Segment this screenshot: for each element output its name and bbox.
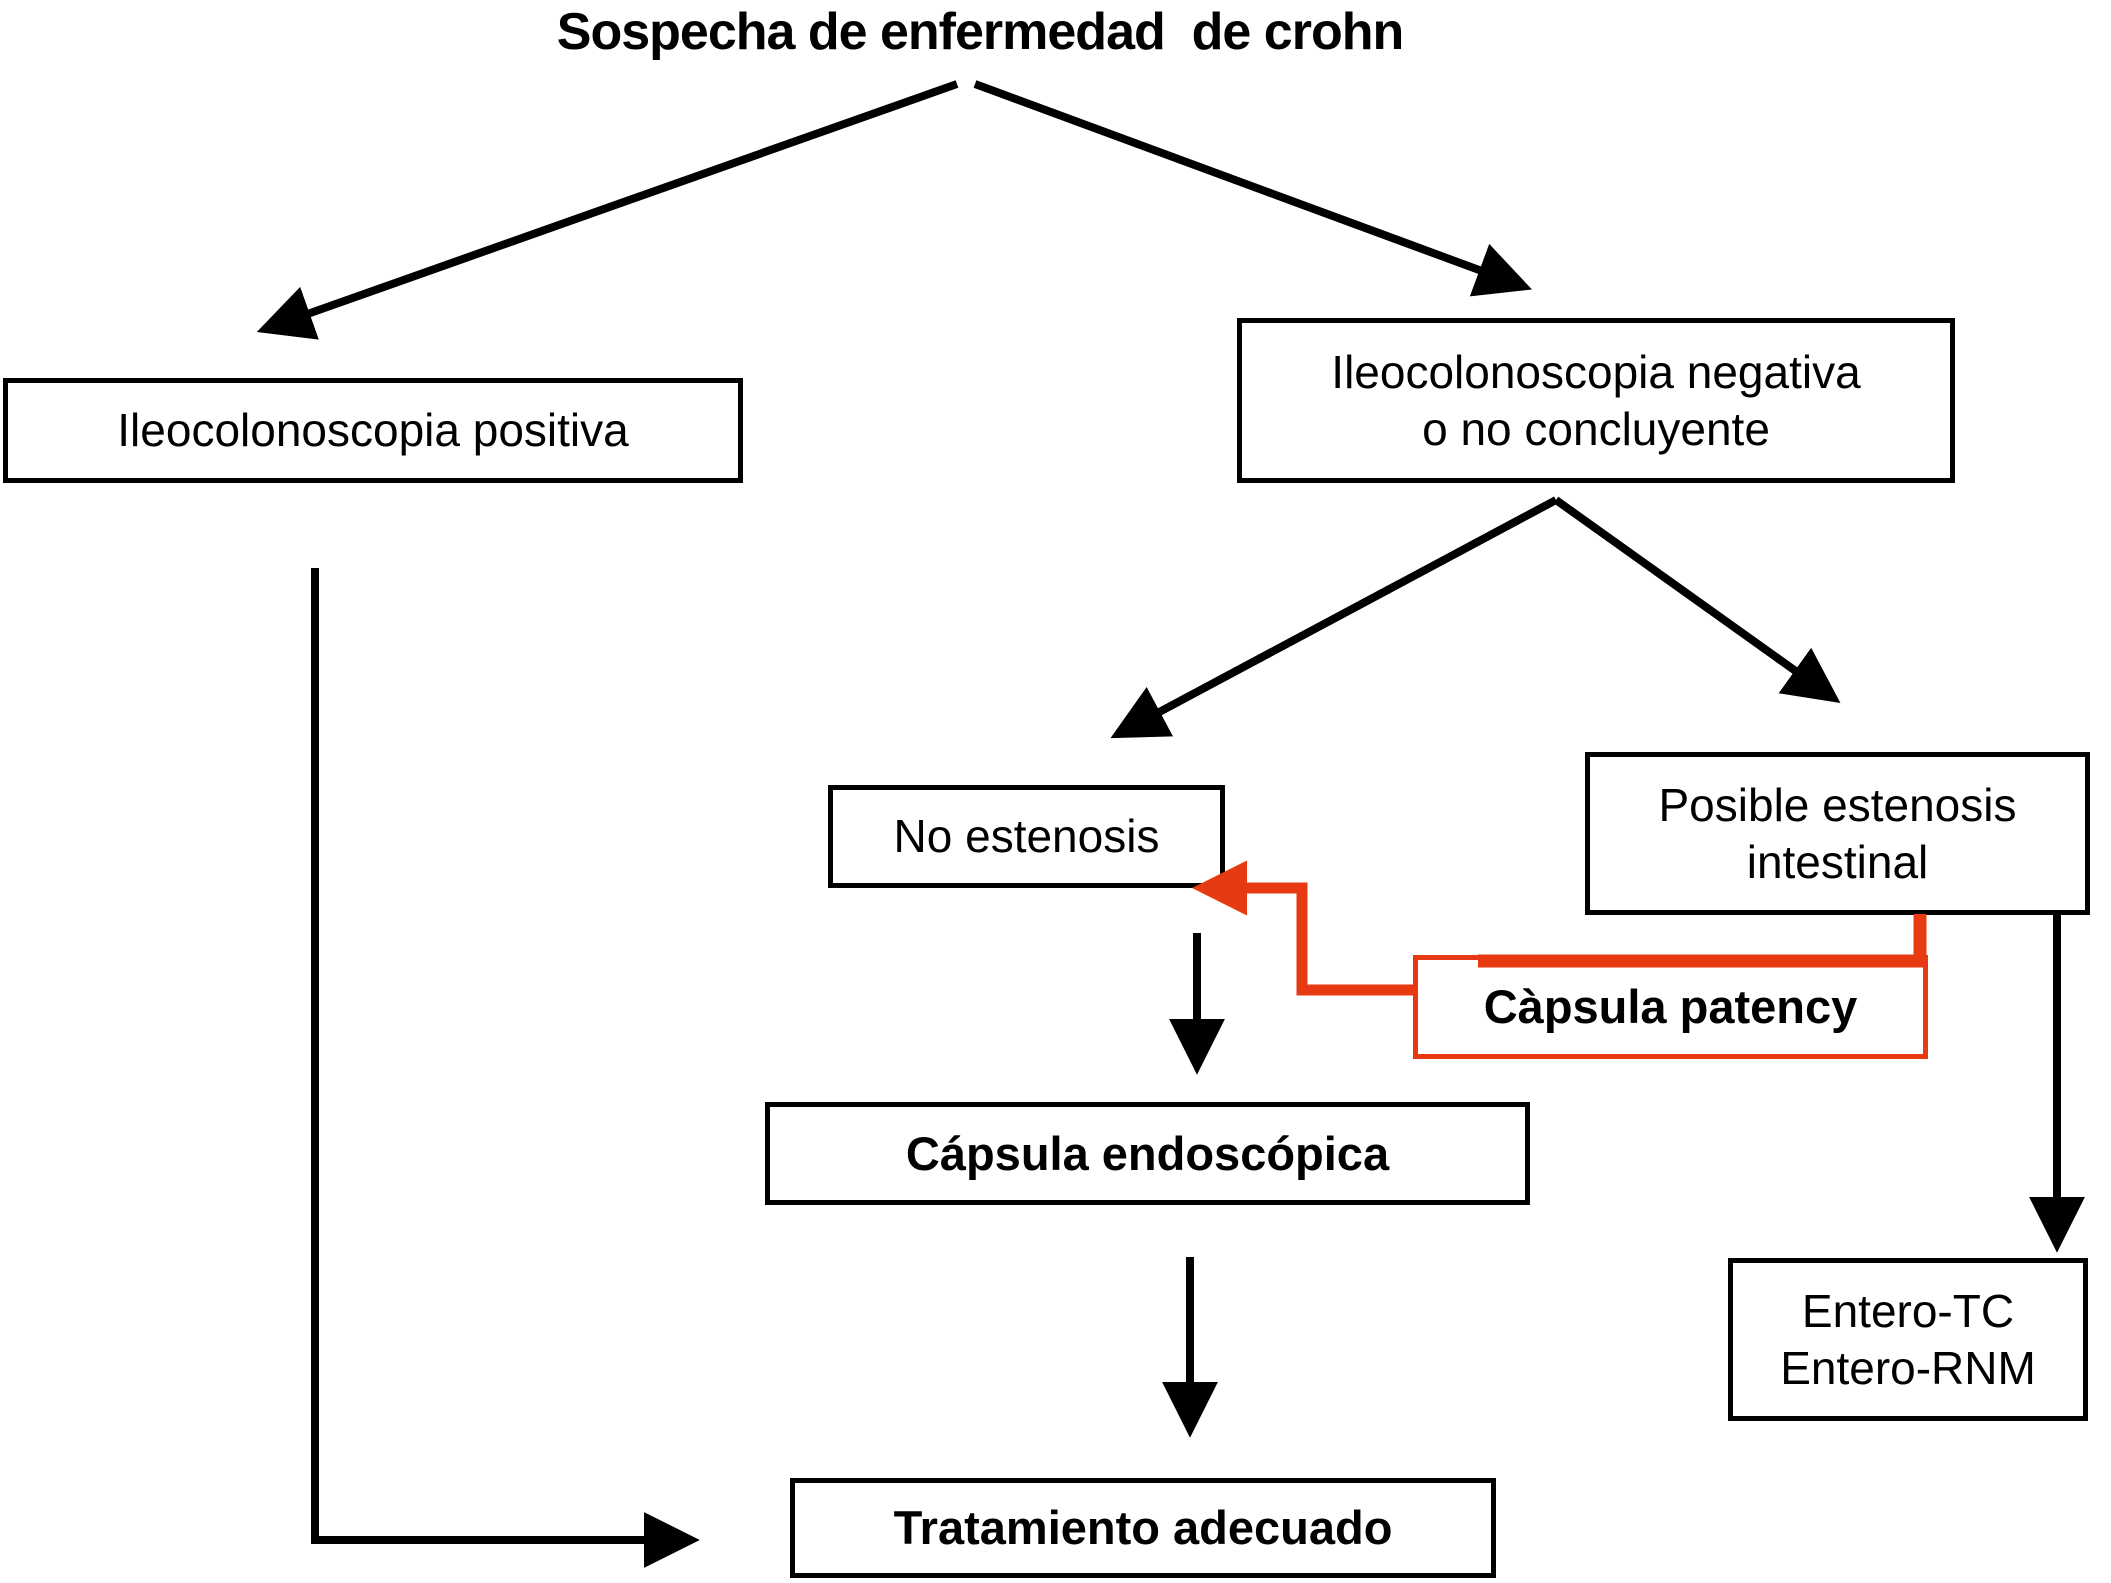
arrow-positiva-to-tratamiento (311, 568, 700, 1568)
diagram-title: Sospecha de enfermedad de crohn (556, 3, 1404, 61)
node-capsula-patency: Càpsula patency (1413, 955, 1928, 1059)
node-label-line2: intestinal (1746, 835, 1929, 888)
node-ileocolonoscopia-negativa: Ileocolonoscopia negativa o no concluyen… (1237, 318, 1955, 483)
red-connector-posible-to-patency (1478, 914, 1927, 968)
arrow-negativa-to-posible-estenosis (1553, 496, 1841, 704)
node-no-estenosis: No estenosis (828, 785, 1225, 888)
node-label-line1: Entero-TC (1801, 1285, 2015, 1338)
arrow-negativa-to-no-estenosis (1110, 496, 1558, 739)
arrow-title-to-positiva (256, 80, 959, 340)
node-posible-estenosis-intestinal: Posible estenosis intestinal (1585, 752, 2090, 915)
node-label: Ileocolonoscopia positiva (117, 404, 629, 457)
node-label: No estenosis (893, 810, 1160, 863)
node-capsula-endoscopica: Cápsula endoscópica (765, 1102, 1530, 1205)
node-label: Cápsula endoscópica (905, 1126, 1390, 1180)
red-arrow-patency-to-no-estenosis (1192, 860, 1413, 996)
node-entero-tc-rnm: Entero-TC Entero-RNM (1728, 1258, 2088, 1421)
node-label: Càpsula patency (1483, 980, 1858, 1034)
node-label-line1: Ileocolonoscopia negativa (1331, 346, 1861, 399)
node-label-line1: Posible estenosis (1658, 779, 2017, 832)
arrow-title-to-negativa (973, 80, 1533, 297)
node-tratamiento-adecuado: Tratamiento adecuado (790, 1478, 1496, 1578)
node-label: Tratamiento adecuado (893, 1501, 1393, 1555)
node-label-line2: o no concluyente (1422, 402, 1770, 455)
node-label-line2: Entero-RNM (1780, 1341, 2036, 1394)
node-ileocolonoscopia-positiva: Ileocolonoscopia positiva (3, 378, 743, 483)
